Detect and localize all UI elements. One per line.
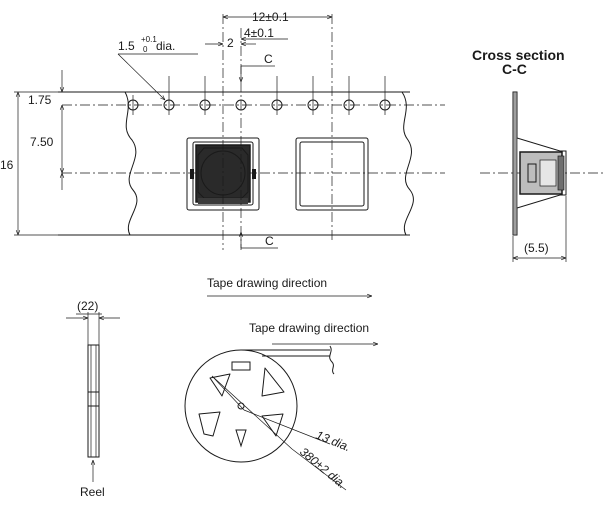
pitch-dimension: 12±0.1 [252, 10, 289, 24]
reel-side-view: (22) Reel [66, 299, 120, 499]
reel-hub [237, 402, 245, 410]
tape-break-right [401, 91, 414, 236]
reel-window-bottom [235, 429, 247, 448]
hole-diameter-tol-lower: 0 [143, 45, 148, 54]
hole-diameter-leader [117, 53, 165, 100]
hole-offset-dimension: 4±0.1 [244, 26, 274, 40]
reel-window-bottom-right [261, 413, 284, 437]
hub-leader [243, 409, 331, 445]
reel-window-left [209, 373, 231, 397]
sprocket-holes [127, 76, 391, 115]
cross-section-title: Cross section [472, 47, 565, 63]
section-mark-bottom: C [265, 234, 274, 248]
hole-gap-dimension: 2 [227, 36, 234, 50]
reel-window-bottom-left [198, 411, 221, 437]
reel-window-right [261, 367, 285, 397]
reel-label: Reel [80, 485, 105, 499]
tape-direction-label-2: Tape drawing direction [249, 321, 369, 335]
hole-diameter-suffix: dia. [156, 39, 175, 53]
pocket-outline [186, 137, 260, 211]
cross-section-depth-dimension: (5.5) [524, 241, 549, 255]
reel-front-view: Tape drawing direction 13 dia. 380±2 dia… [184, 321, 378, 491]
cross-section-view: Cross section C-C (5.5) [472, 47, 604, 262]
reel-side-outline [87, 344, 100, 458]
hub-leader-inner [211, 375, 245, 411]
section-mark-top: C [264, 52, 273, 66]
carrier-tape-top-view: 12±0.1 4±0.1 2 1.5 +0.1 0 dia. C C 16 1.… [0, 10, 445, 250]
tape-break-left [124, 91, 138, 236]
hole-diameter-value: 1.5 [118, 39, 135, 53]
cross-section-subtitle: C-C [502, 61, 527, 77]
hole-to-center-dimension: 7.50 [30, 135, 54, 149]
reel-label-slot [231, 361, 251, 371]
edge-to-hole-dimension: 1.75 [28, 93, 52, 107]
tape-direction-label-1: Tape drawing direction [207, 276, 327, 290]
hub-diameter-dimension: 13 dia. [314, 428, 353, 454]
reel-width-dimension: (22) [77, 299, 98, 313]
reel-dia-leader [291, 448, 347, 491]
hole-diameter-tol-upper: +0.1 [141, 35, 157, 44]
tape-width-dimension: 16 [0, 158, 14, 172]
